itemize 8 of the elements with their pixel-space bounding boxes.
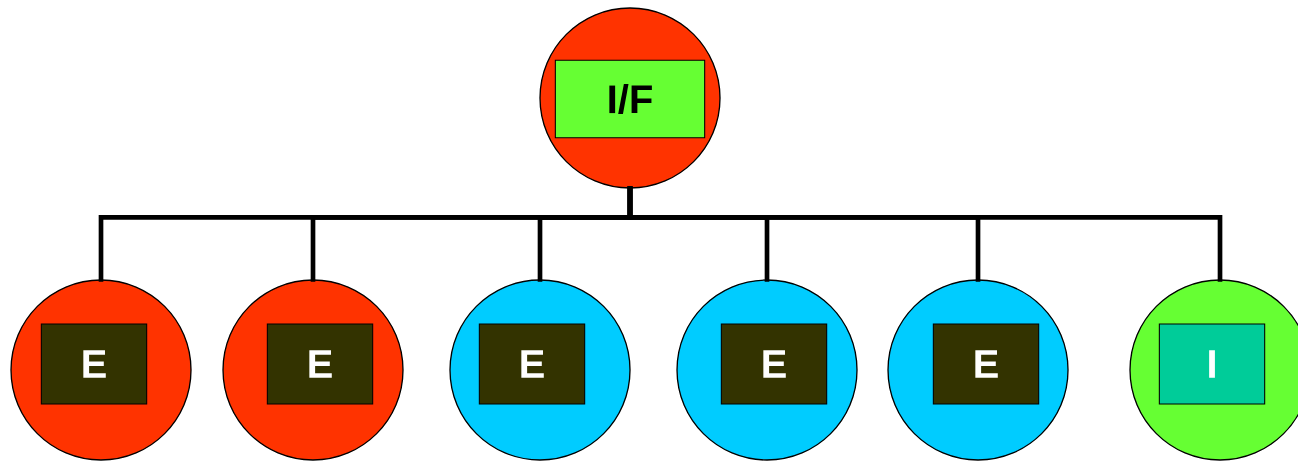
label-box: I/F [554, 59, 706, 139]
connector-line [627, 186, 1223, 282]
label-box: E [266, 323, 374, 405]
label-box: E [40, 323, 148, 405]
label-box: I [1158, 323, 1266, 405]
label-box: E [932, 323, 1040, 405]
label-box: E [720, 323, 828, 405]
label-box: E [478, 323, 586, 405]
